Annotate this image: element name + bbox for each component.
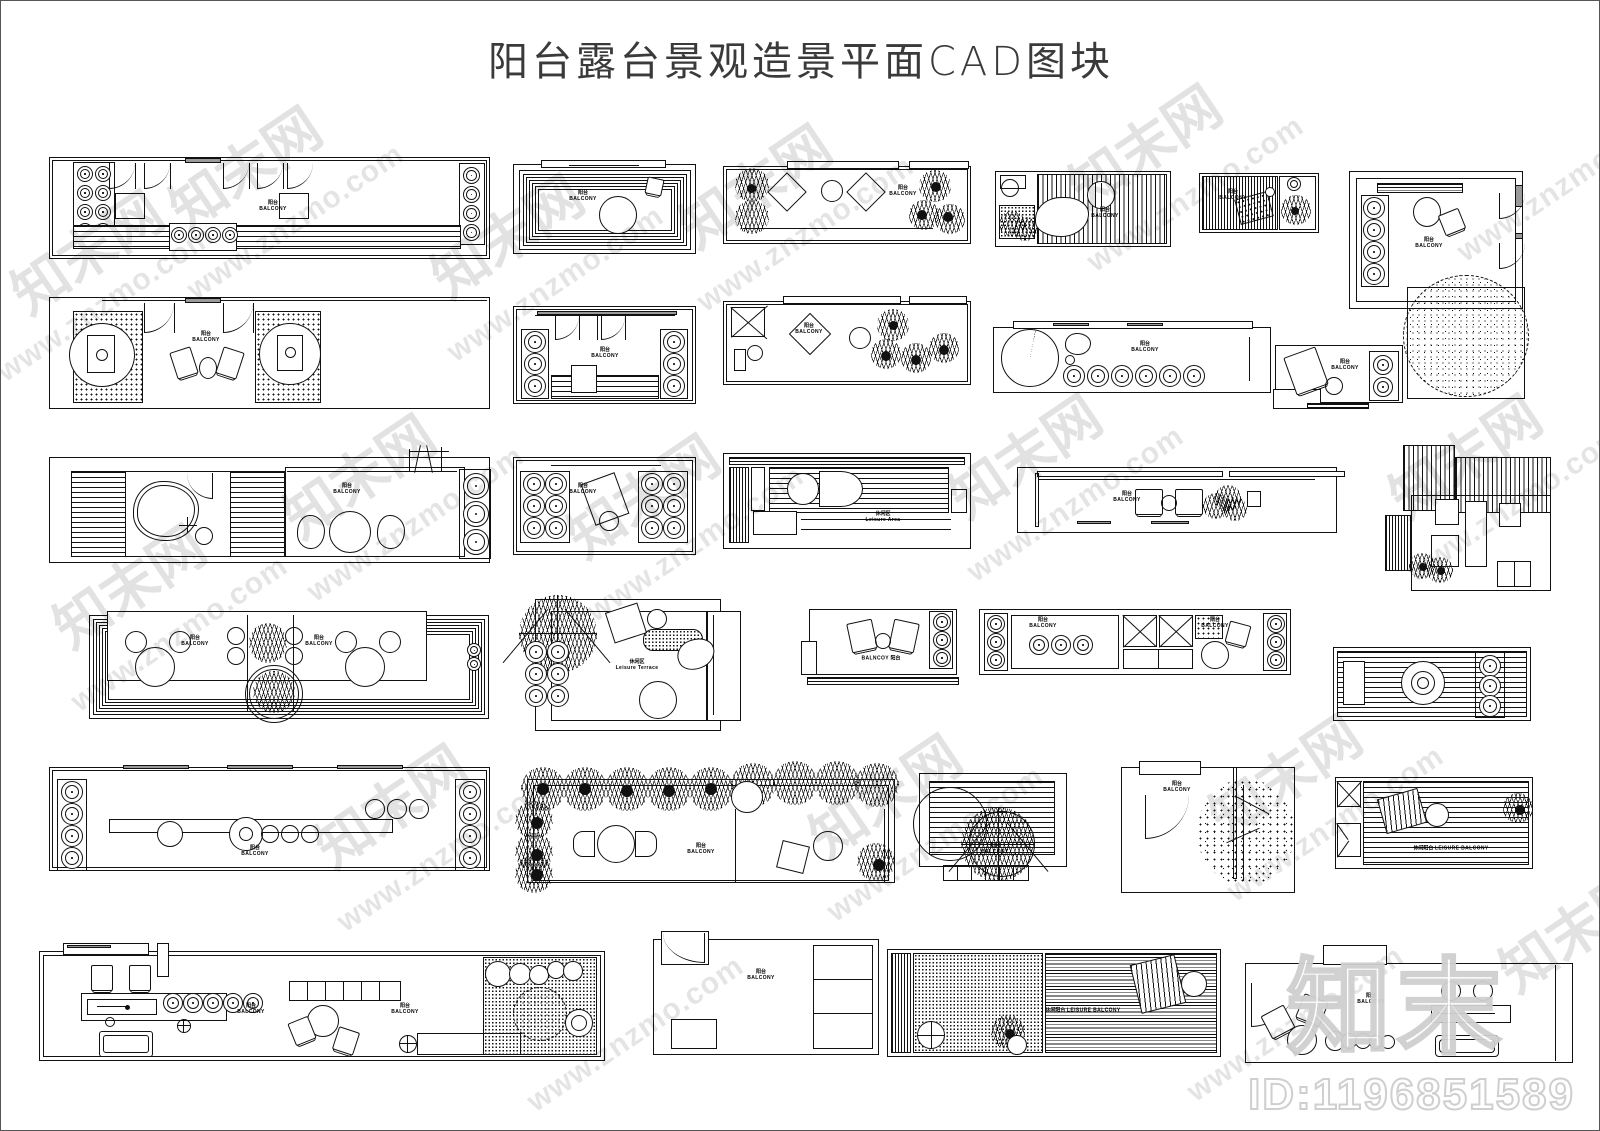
- page-title: 阳台露台景观造景平面CAD图块: [487, 39, 1115, 85]
- asset-id: ID:1196851589: [1247, 1069, 1575, 1120]
- block-r6c3[interactable]: 休闲阳台 LEISURE BALCONY: [887, 949, 1223, 1061]
- block-r4c5[interactable]: [1333, 647, 1533, 723]
- block-r5c5[interactable]: 休闲阳台 LEISURE BALCONY: [1335, 777, 1535, 871]
- label-leisure-balcony: 休闲阳台 LEISURE BALCONY: [1413, 845, 1489, 852]
- block-r3c5[interactable]: [1379, 443, 1565, 601]
- block-r4c3[interactable]: BALNCOY 阳台: [801, 601, 961, 687]
- label-balcony-alt: BALNCOY 阳台: [861, 655, 901, 662]
- label-leisure-balcony: 休闲阳台 LEISURE BALCONY: [1045, 1007, 1121, 1014]
